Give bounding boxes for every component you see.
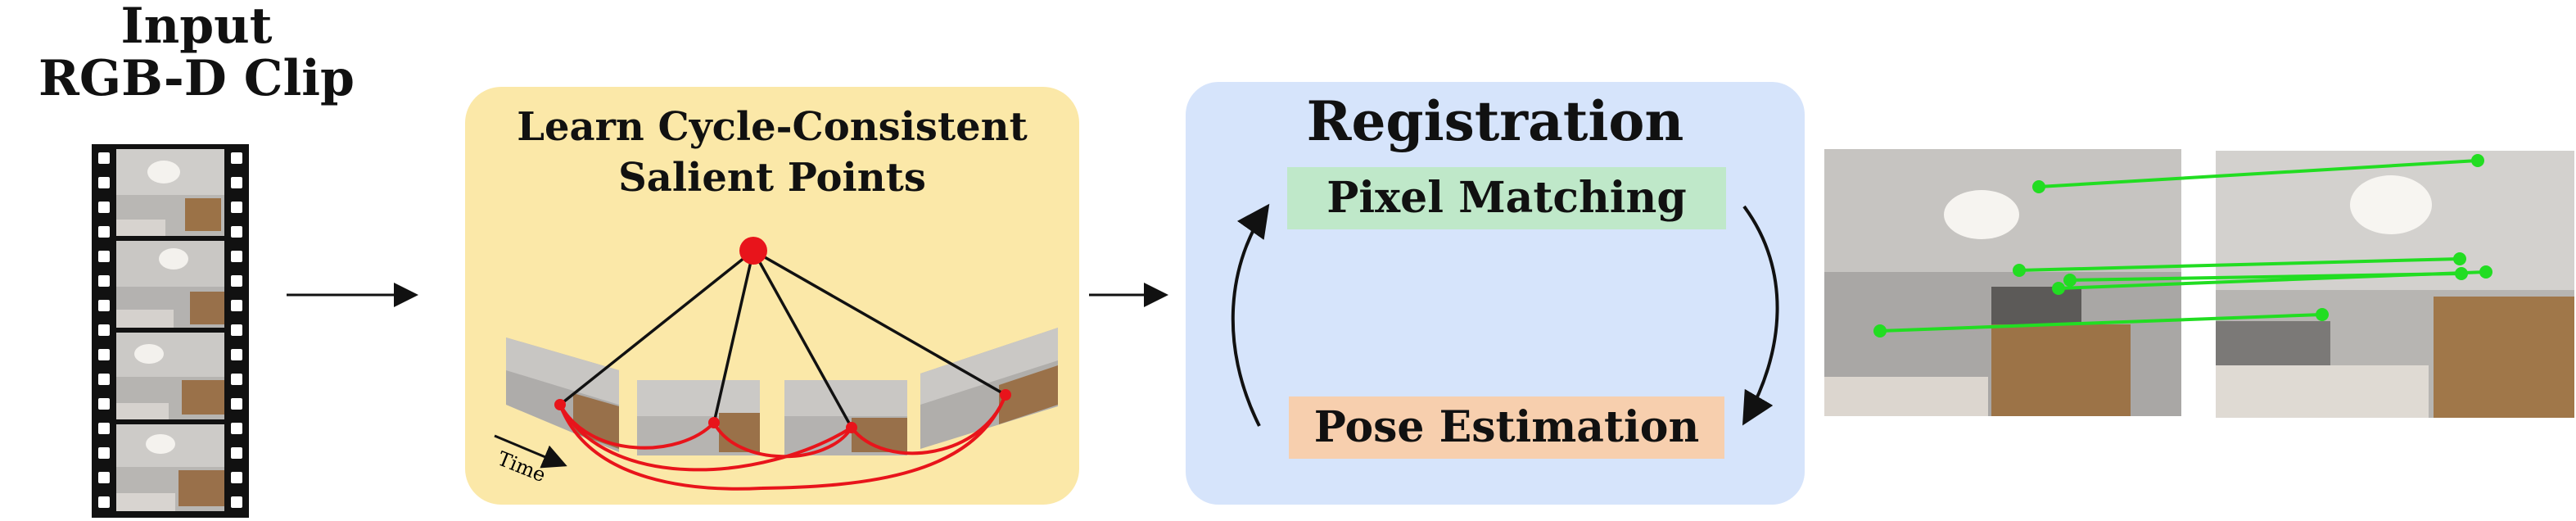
- pixel-matching-box: Pixel Matching: [1287, 167, 1726, 229]
- match-point: [1873, 324, 1887, 338]
- cycle-arc-long-b: [761, 394, 1007, 490]
- film-perforation: [98, 275, 110, 287]
- film-perforation: [98, 374, 110, 385]
- film-perforation: [231, 177, 242, 188]
- match-line: [2018, 257, 2461, 272]
- time-arrow: [494, 434, 567, 469]
- film-perforation: [98, 398, 110, 410]
- film-frame: [116, 149, 224, 236]
- film-perforation: [231, 202, 242, 213]
- match-point: [2453, 252, 2466, 265]
- film-perforation: [231, 349, 242, 360]
- film-frame: [116, 241, 224, 328]
- salient-title-line1: Learn Cycle-Consistent: [517, 104, 1028, 150]
- match-point: [2471, 154, 2484, 167]
- film-frame: [116, 333, 224, 419]
- salient-title-line2: Salient Points: [618, 155, 926, 201]
- match-point: [2316, 308, 2329, 321]
- film-perforation: [231, 472, 242, 483]
- match-point: [2052, 282, 2065, 295]
- film-perforation: [98, 202, 110, 213]
- film-perforation: [98, 472, 110, 483]
- film-perforation: [231, 251, 242, 262]
- film-perforation: [231, 496, 242, 508]
- salient-link-4: [752, 249, 1006, 396]
- match-point: [2455, 267, 2468, 280]
- film-perforation: [231, 324, 242, 336]
- film-perforation: [98, 447, 110, 459]
- matched-image-left: [1824, 149, 2181, 416]
- film-perforation: [98, 152, 110, 164]
- film-perforation: [231, 447, 242, 459]
- keypoint-frame-1: [554, 399, 566, 410]
- cycle-arc-1-3: [558, 404, 853, 472]
- match-line: [2069, 272, 2462, 282]
- registration-title: Registration: [1306, 89, 1684, 153]
- film-perforation: [231, 374, 242, 385]
- matched-image-right: [2216, 151, 2574, 418]
- salient-link-1: [558, 249, 755, 406]
- salient-link-2: [712, 250, 755, 424]
- film-perforation: [98, 423, 110, 434]
- film-perforation: [98, 251, 110, 262]
- salient-frame-2: [637, 380, 760, 455]
- match-point: [2063, 274, 2077, 287]
- film-perforation: [231, 398, 242, 410]
- input-title: Input RGB-D Clip: [0, 0, 393, 105]
- correspondence-lines: [1873, 154, 2492, 338]
- loop-arrow-pixel-to-pose: [1742, 205, 1779, 426]
- match-line: [1879, 313, 2323, 333]
- keypoint-frame-3: [846, 422, 857, 433]
- match-point: [2013, 264, 2026, 277]
- film-perforation: [98, 496, 110, 508]
- cycle-arc-long-a: [558, 404, 762, 491]
- film-perforation: [98, 324, 110, 336]
- film-perforation: [98, 349, 110, 360]
- pose-estimation-box: Pose Estimation: [1289, 396, 1724, 459]
- film-perforation: [231, 300, 242, 311]
- input-title-line1: Input: [120, 0, 273, 55]
- film-perforation: [98, 177, 110, 188]
- film-frame: [116, 424, 224, 511]
- match-point: [2479, 265, 2492, 279]
- salient-link-3: [752, 250, 853, 428]
- keypoint-frame-2: [708, 417, 720, 428]
- film-perforation: [231, 423, 242, 434]
- film-perforation: [98, 300, 110, 311]
- time-label: Time: [495, 447, 549, 487]
- salient-panel-title: Learn Cycle-Consistent Salient Points: [465, 102, 1079, 203]
- film-perforation: [231, 275, 242, 287]
- input-title-line2: RGB-D Clip: [38, 50, 355, 107]
- match-point: [2032, 180, 2045, 193]
- film-perforation: [231, 152, 242, 164]
- film-perforation: [231, 226, 242, 238]
- salient-apex-point: [739, 237, 767, 265]
- salient-frame-1: [506, 338, 619, 452]
- keypoint-frame-4: [1000, 389, 1011, 401]
- salient-frame-4: [920, 328, 1058, 449]
- match-line: [2038, 159, 2479, 188]
- loop-arrow-pose-to-pixel: [1231, 203, 1270, 427]
- film-strip: [92, 144, 249, 518]
- film-perforation: [98, 226, 110, 238]
